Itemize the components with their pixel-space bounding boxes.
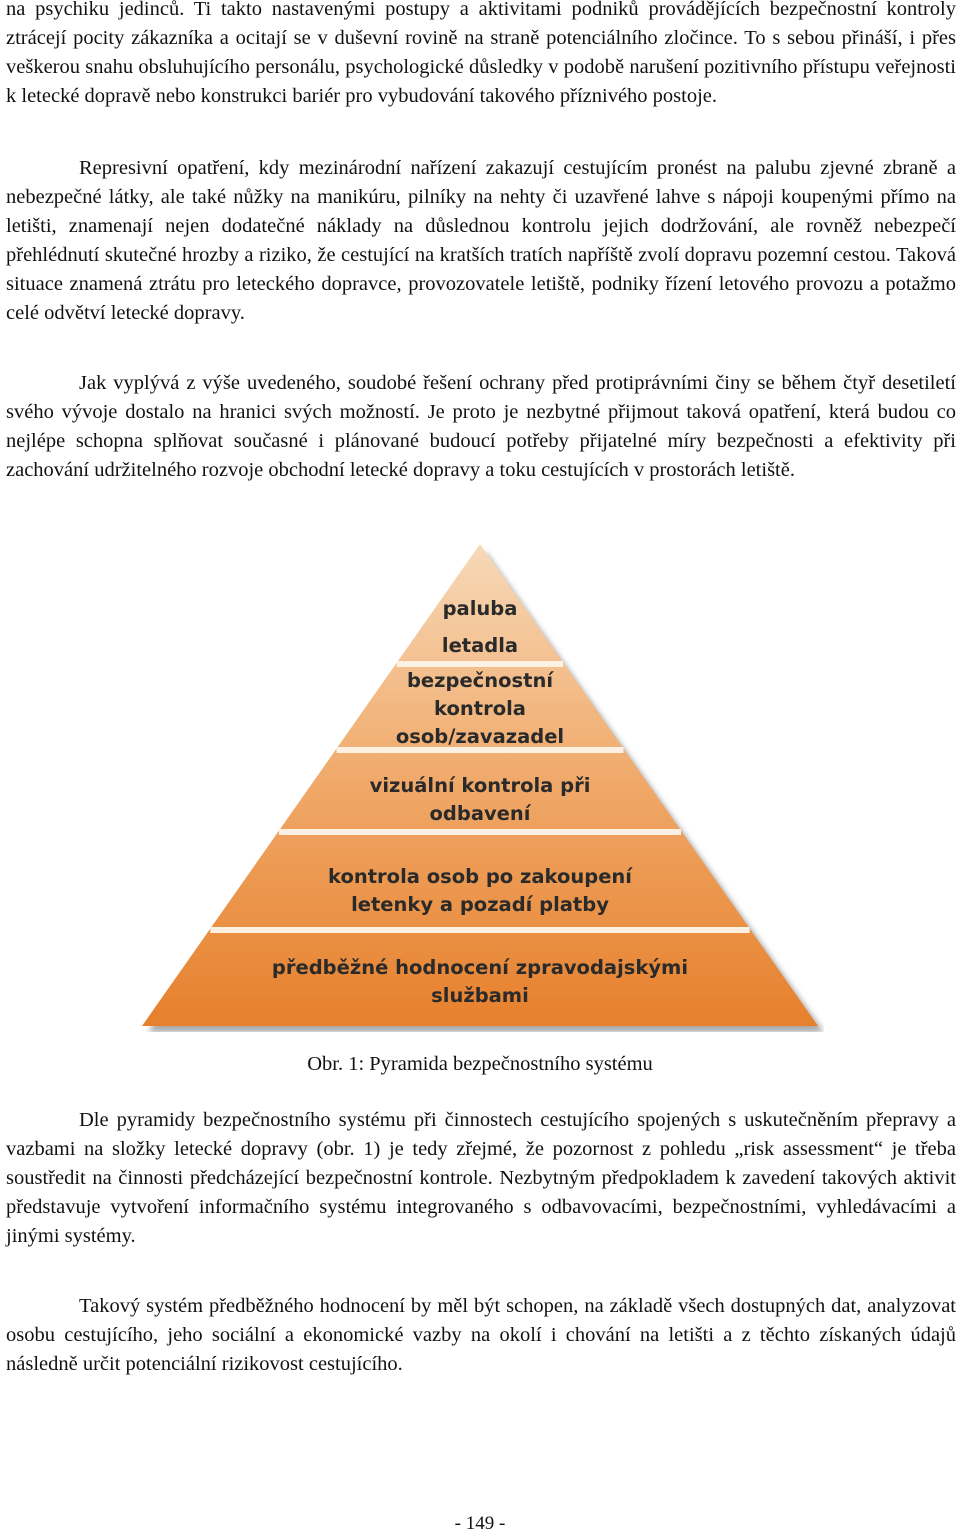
pyramid-level-1-line: paluba bbox=[443, 597, 518, 620]
figure-caption: Obr. 1: Pyramida bezpečnostního systému bbox=[307, 1053, 653, 1075]
pyramid-level-5-line: předběžné hodnocení zpravodajskými bbox=[272, 956, 688, 979]
paragraph-5: Takový systém předběžného hodnocení by m… bbox=[6, 1295, 956, 1375]
pyramid-level-1-line: letadla bbox=[442, 634, 518, 657]
paragraph-4: Dle pyramidy bezpečnostního systému při … bbox=[6, 1109, 956, 1247]
paragraph-2: Represivní opatření, kdy mezinárodní nař… bbox=[6, 157, 956, 324]
pyramid-level-2-label: bezpečnostní kontrola osob/zavazadel bbox=[396, 669, 564, 748]
pyramid-level-3-label: vizuální kontrola při odbavení bbox=[370, 774, 591, 825]
pyramid-dividers bbox=[210, 661, 750, 933]
pyramid-level-4-line: letenky a pozadí platby bbox=[351, 893, 609, 916]
paragraph-3: Jak vyplývá z výše uvedeného, soudobé ře… bbox=[6, 372, 956, 481]
pyramid-level-3-line: vizuální kontrola při bbox=[370, 774, 591, 797]
page-number: - 149 - bbox=[454, 1513, 506, 1534]
pyramid-level-2-line: bezpečnostní bbox=[407, 669, 554, 692]
pyramid-level-3-line: odbavení bbox=[430, 802, 532, 825]
pyramid-level-5-label: předběžné hodnocení zpravodajskými služba… bbox=[272, 956, 688, 1007]
pyramid-level-2-line: kontrola bbox=[434, 697, 526, 720]
pyramid-level-4-line: kontrola osob po zakoupení bbox=[328, 865, 633, 888]
security-pyramid-figure: paluba letadla bezpečnostní kontrola osob/za… bbox=[142, 544, 824, 1032]
paragraph-1: na psychiku jedinců. Ti takto nastaveným… bbox=[6, 0, 956, 107]
pyramid-level-5-line: službami bbox=[431, 984, 529, 1007]
pyramid-level-4-label: kontrola osob po zakoupení letenky a poza… bbox=[328, 865, 633, 916]
pyramid-labels: paluba letadla bezpečnostní kontrola osob/za… bbox=[272, 597, 688, 1007]
pyramid-body bbox=[142, 544, 818, 1026]
pyramid-level-2-line: osob/zavazadel bbox=[396, 725, 564, 748]
pyramid-level-1-label: paluba letadla bbox=[442, 597, 518, 657]
